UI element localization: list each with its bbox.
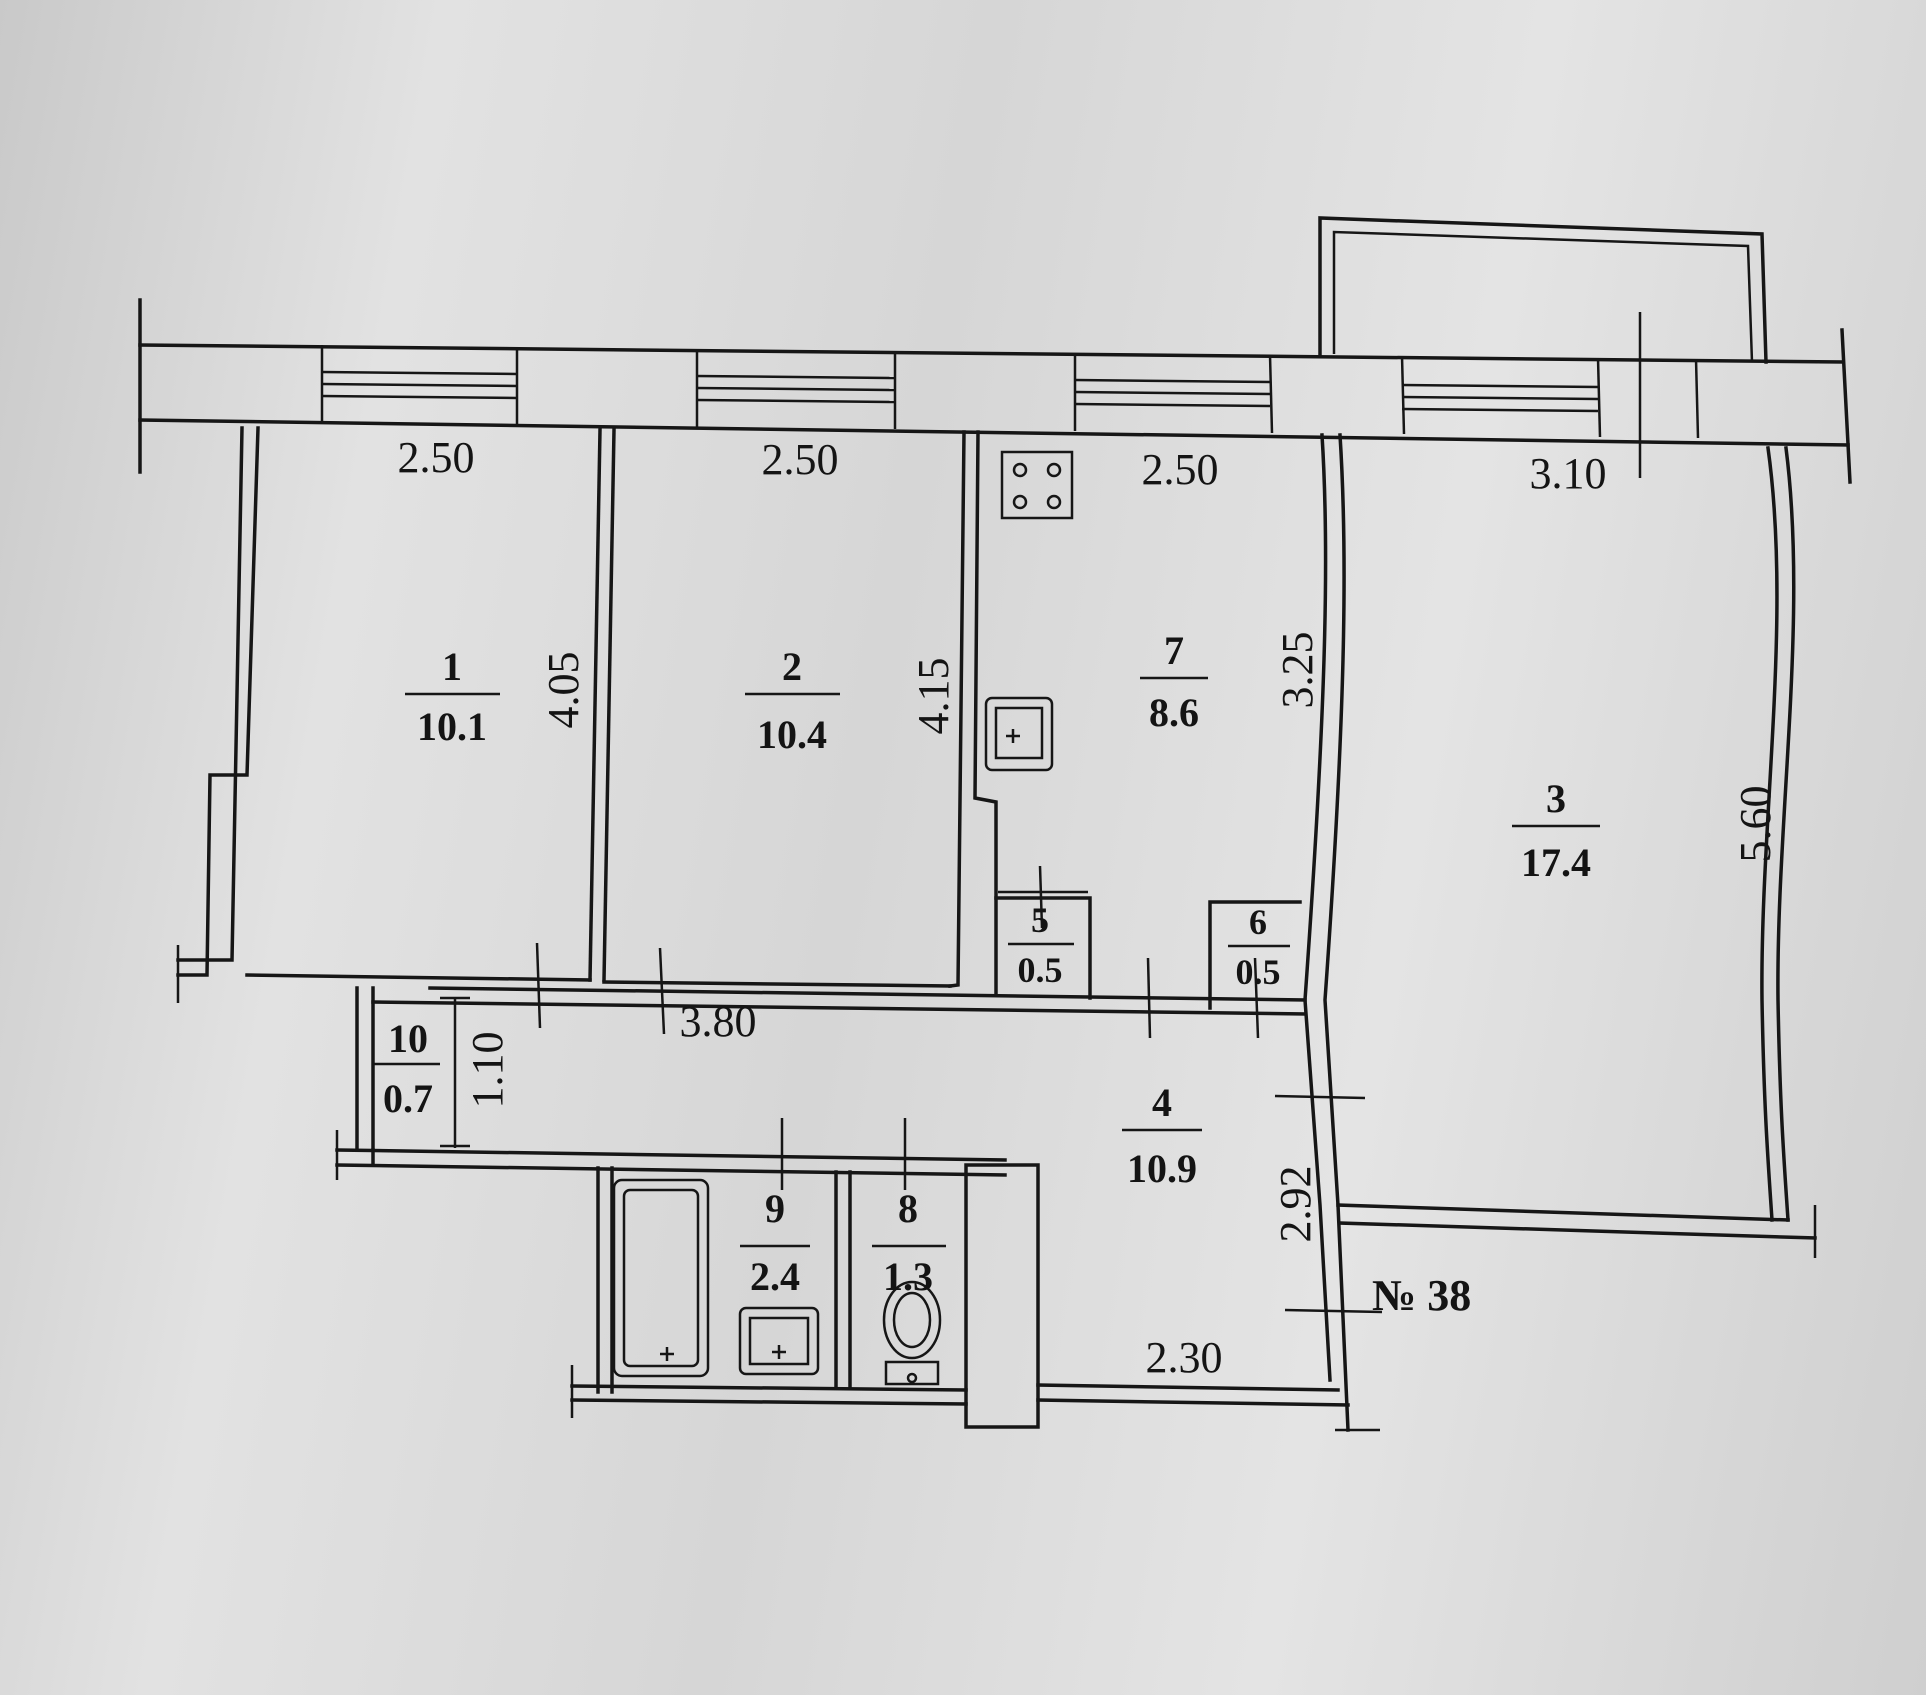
window-2 — [696, 374, 896, 404]
window-1 — [321, 370, 518, 400]
room-3-number: 3 — [1546, 776, 1566, 821]
room-10-depth: 1.10 — [463, 1032, 512, 1109]
room-4-width: 2.30 — [1146, 1333, 1223, 1382]
stove-icon — [1000, 450, 1074, 520]
apartment-number: № 38 — [1372, 1271, 1471, 1320]
room-8-number: 8 — [898, 1186, 918, 1231]
window-4 — [1401, 383, 1599, 413]
toilet-icon — [882, 1280, 942, 1386]
room-3-area: 17.4 — [1521, 840, 1591, 885]
room-10-area: 0.7 — [383, 1076, 433, 1121]
room-2-area: 10.4 — [757, 712, 827, 757]
room-1-width: 2.50 — [398, 433, 475, 482]
interior-walls — [176, 426, 1817, 1432]
exterior-wall — [138, 298, 1852, 484]
room-2-number: 2 — [782, 644, 802, 689]
room-7-number: 7 — [1164, 628, 1184, 673]
room-7-depth: 3.25 — [1273, 632, 1322, 709]
washbasin-icon — [738, 1306, 820, 1376]
room-4-depth: 2.92 — [1271, 1166, 1320, 1243]
room-8-area: 1.3 — [883, 1254, 933, 1299]
room-6-number: 6 — [1249, 902, 1267, 942]
room-9-area: 2.4 — [750, 1254, 800, 1299]
dimension-ticks — [440, 865, 1383, 1314]
room-4-number: 4 — [1152, 1080, 1172, 1125]
room-6-area: 0.5 — [1236, 952, 1281, 992]
balcony — [1318, 216, 1768, 364]
room-2-depth: 4.15 — [909, 658, 958, 735]
bathtub-icon — [612, 1178, 710, 1378]
room-label-bars — [374, 676, 1600, 1248]
sink-icon — [984, 696, 1054, 772]
window-3 — [1074, 378, 1271, 408]
room-3-width: 3.10 — [1530, 449, 1607, 498]
corridor-length: 3.80 — [680, 997, 757, 1046]
room-1-depth: 4.05 — [539, 652, 588, 729]
room-1-area: 10.1 — [417, 704, 487, 749]
room-2-width: 2.50 — [762, 435, 839, 484]
room-1-number: 1 — [442, 644, 462, 689]
room-9-number: 9 — [765, 1186, 785, 1231]
room-4-area: 10.9 — [1127, 1146, 1197, 1191]
room-5-area: 0.5 — [1018, 950, 1063, 990]
room-10-number: 10 — [388, 1016, 428, 1061]
room-3-depth: 5.60 — [1731, 786, 1780, 863]
room-5-number: 5 — [1031, 900, 1049, 940]
room-7-area: 8.6 — [1149, 690, 1199, 735]
room-7-width: 2.50 — [1142, 445, 1219, 494]
